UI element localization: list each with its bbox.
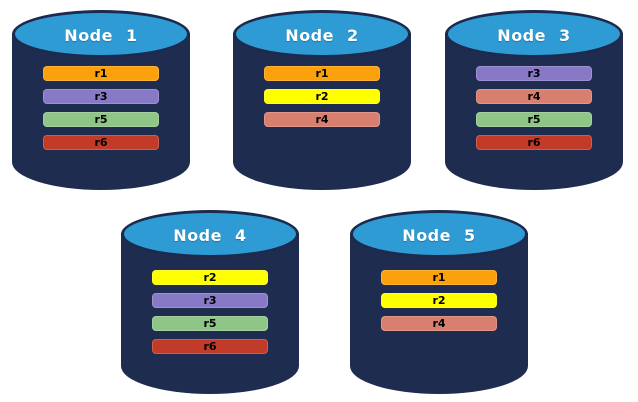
- node-2-cylinder-top: Node 2: [233, 10, 411, 58]
- node-1-title: Node 1: [64, 25, 138, 45]
- replica-bar-r4: r4: [264, 112, 380, 127]
- replica-bar-r3: r3: [476, 66, 592, 81]
- replica-bar-r3: r3: [152, 293, 268, 308]
- node-1-replica-list: r1 r3 r5 r6: [12, 66, 190, 158]
- node-2-cylinder: Node 2 r1 r2 r4: [233, 10, 411, 190]
- node-3-cylinder-top: Node 3: [445, 10, 623, 58]
- replica-bar-r1: r1: [43, 66, 159, 81]
- node-1-cylinder-body: [12, 33, 190, 190]
- node-1-cylinder: Node 1 r1 r3 r5 r6: [12, 10, 190, 190]
- node-2-title: Node 2: [285, 25, 359, 45]
- node-4-cylinder: Node 4 r2 r3 r5 r6: [121, 210, 299, 394]
- replica-bar-r1: r1: [264, 66, 380, 81]
- replica-bar-r2: r2: [381, 293, 497, 308]
- node-5-title: Node 5: [402, 225, 476, 245]
- replica-bar-r1: r1: [381, 270, 497, 285]
- node-5-replica-list: r1 r2 r4: [350, 270, 528, 339]
- node-4-cylinder-top: Node 4: [121, 210, 299, 258]
- node-3-replica-list: r3 r4 r5 r6: [445, 66, 623, 158]
- node-1-cylinder-top: Node 1: [12, 10, 190, 58]
- node-4-cylinder-body: [121, 233, 299, 394]
- node-5-cylinder-body: [350, 233, 528, 394]
- node-5-cylinder: Node 5 r1 r2 r4: [350, 210, 528, 394]
- replica-bar-r6: r6: [476, 135, 592, 150]
- replica-bar-r6: r6: [152, 339, 268, 354]
- replica-bar-r4: r4: [476, 89, 592, 104]
- replica-bar-r5: r5: [43, 112, 159, 127]
- node-3-cylinder-body: [445, 33, 623, 190]
- replica-bar-r6: r6: [43, 135, 159, 150]
- replica-bar-r5: r5: [152, 316, 268, 331]
- node-2-cylinder-body: [233, 33, 411, 190]
- replica-bar-r3: r3: [43, 89, 159, 104]
- node-3-cylinder: Node 3 r3 r4 r5 r6: [445, 10, 623, 190]
- replica-bar-r2: r2: [264, 89, 380, 104]
- replica-bar-r2: r2: [152, 270, 268, 285]
- node-2-replica-list: r1 r2 r4: [233, 66, 411, 135]
- node-3-title: Node 3: [497, 25, 571, 45]
- replica-bar-r4: r4: [381, 316, 497, 331]
- node-5-cylinder-top: Node 5: [350, 210, 528, 258]
- node-4-replica-list: r2 r3 r5 r6: [121, 270, 299, 362]
- node-4-title: Node 4: [173, 225, 247, 245]
- replica-bar-r5: r5: [476, 112, 592, 127]
